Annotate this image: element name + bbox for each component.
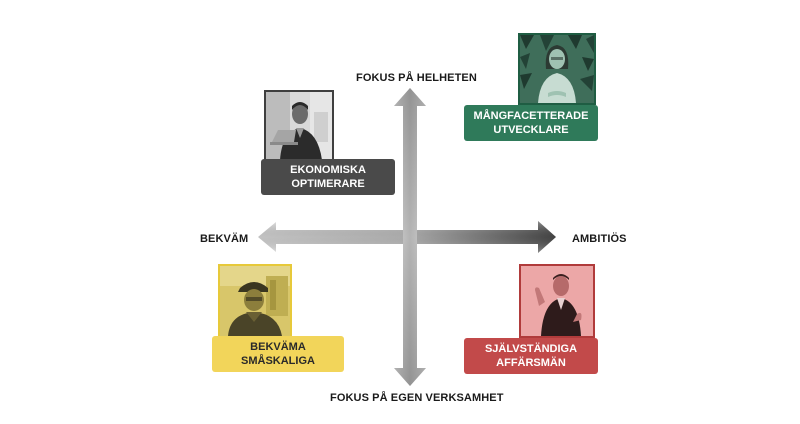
tag-line-2: OPTIMERARE [291,178,365,190]
tag-line-2: SMÅSKALIGA [241,355,315,367]
quadrant-tag-sjalvstandiga-affarsman: SJÄLVSTÄNDIGA AFFÄRSMÄN [464,338,598,374]
axis-label-left: BEKVÄM [200,233,249,245]
tag-line-1: EKONOMISKA [290,164,366,176]
portrait-sjalvstandiga-affarsman [519,264,595,338]
axis-label-top: FOKUS PÅ HELHETEN [356,72,477,84]
tag-line-2: AFFÄRSMÄN [496,357,566,369]
portrait-ekonomiska-optimerare [264,90,334,162]
tag-line-1: MÅNGFACETTERADE [473,110,589,122]
quadrant-tag-mangfacetterade-utvecklare: MÅNGFACETTERADE UTVECKLARE [464,105,598,141]
axis-label-right: AMBITIÖS [572,233,627,245]
portrait-mangfacetterade-utvecklare [518,33,596,105]
tag-line-2: UTVECKLARE [493,124,569,136]
tag-line-1: BEKVÄMA [250,341,306,353]
axis-label-bottom: FOKUS PÅ EGEN VERKSAMHET [330,392,504,404]
quadrant-tag-ekonomiska-optimerare: EKONOMISKA OPTIMERARE [261,159,395,195]
quadrant-tag-bekvama-smaskaliga: BEKVÄMA SMÅSKALIGA [212,336,344,372]
portrait-bekvama-smaskaliga [218,264,292,338]
tag-line-1: SJÄLVSTÄNDIGA [484,343,578,355]
vertical-axis-arrow [394,88,426,386]
